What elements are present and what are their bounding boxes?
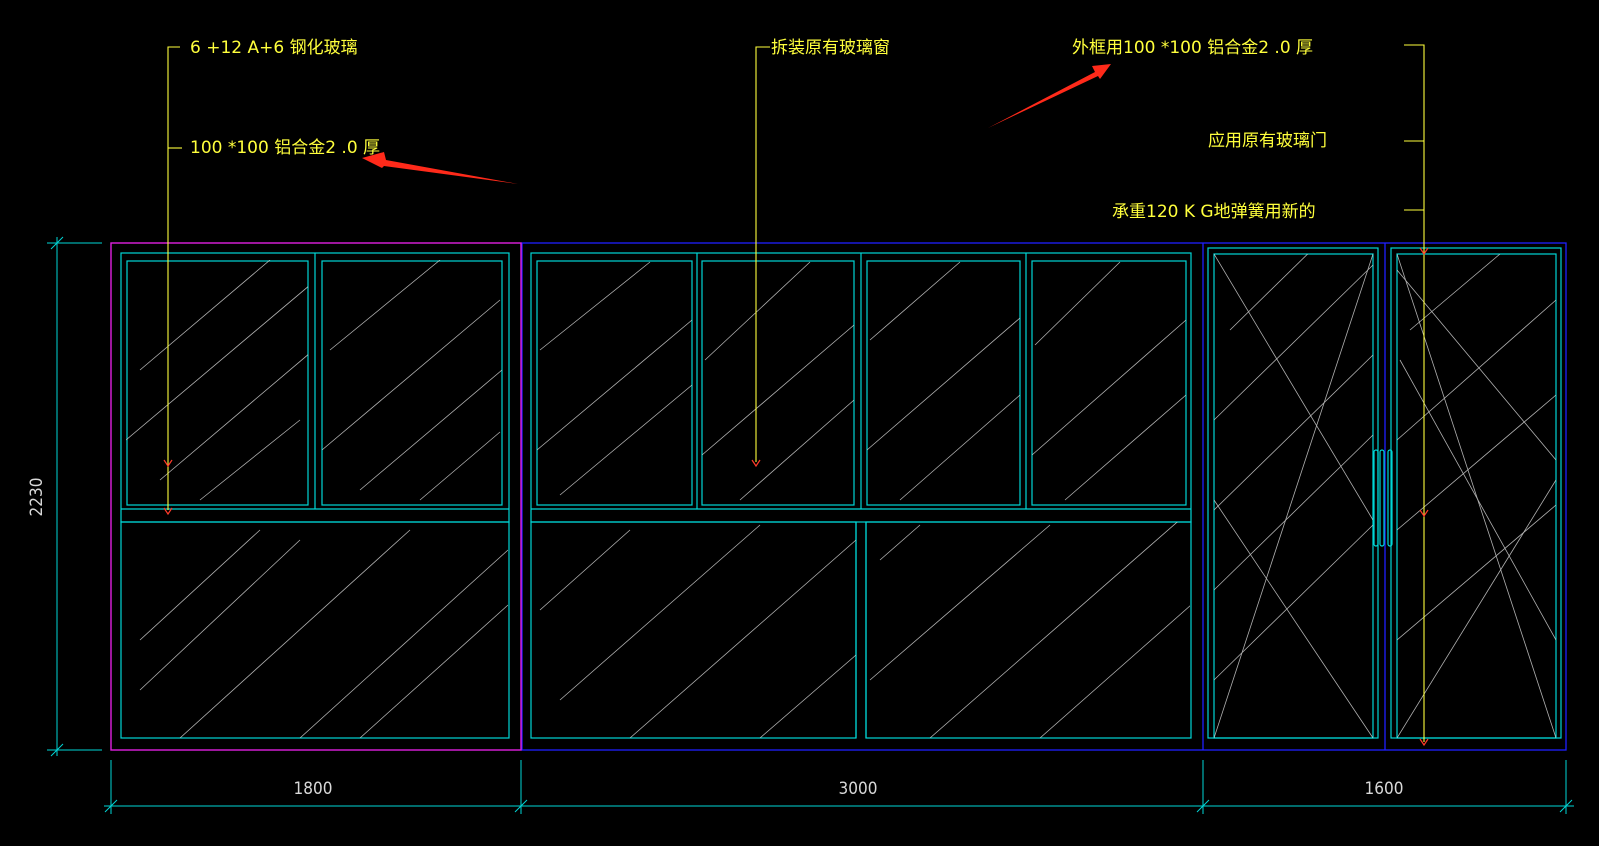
glass-pane xyxy=(126,260,309,506)
glass-hatch xyxy=(867,261,1020,501)
glass-hatch xyxy=(869,522,1190,738)
outer-frame-blue xyxy=(521,242,1567,751)
width-dimensions: 1800 3000 1600 xyxy=(104,760,1574,814)
door-glass-left xyxy=(1213,253,1374,739)
height-label: 2230 xyxy=(27,478,47,517)
leader-middle xyxy=(755,46,770,462)
width-right-label: 1600 xyxy=(1365,779,1404,799)
lower-glass-pane xyxy=(120,521,510,739)
remove-window-label: 拆装原有玻璃窗 xyxy=(771,38,890,58)
door-opening-lines xyxy=(1397,254,1556,738)
frame-spec-label: 100 *100 铝合金2 .0 厚 xyxy=(190,138,380,158)
glass-hatch xyxy=(1032,261,1186,501)
glass-hatch xyxy=(126,260,308,501)
width-middle-label: 3000 xyxy=(839,779,878,799)
glass-pane xyxy=(866,260,1021,506)
door-opening-lines xyxy=(1214,254,1373,738)
reuse-door-label: 应用原有玻璃门 xyxy=(1208,131,1327,151)
door-leaf-left xyxy=(1207,247,1379,739)
outer-frame-label: 外框用100 *100 铝合金2 .0 厚 xyxy=(1072,38,1313,58)
middle-window-section xyxy=(530,252,1192,739)
door-leaf-right xyxy=(1390,247,1562,739)
glass-pane xyxy=(321,260,503,506)
glass-pane xyxy=(701,260,855,506)
glass-spec-label: 6 +12 A+6 钢化玻璃 xyxy=(190,38,358,58)
height-dimension: 2230 xyxy=(27,236,102,757)
left-section-outline xyxy=(110,242,522,751)
glass-hatch xyxy=(139,529,508,738)
arrow-icon xyxy=(362,152,518,184)
floor-spring-label: 承重120 K G地弹簧用新的 xyxy=(1112,202,1316,222)
lower-glass-pane xyxy=(530,521,857,739)
glass-pane xyxy=(536,260,693,506)
glass-pane xyxy=(1031,260,1187,506)
width-left-label: 1800 xyxy=(294,779,333,799)
leader-right xyxy=(1404,44,1425,742)
glass-hatch xyxy=(539,524,856,738)
outer-frame xyxy=(110,242,1567,751)
glass-hatch xyxy=(537,261,692,496)
lower-glass-pane xyxy=(865,521,1192,739)
glass-hatch xyxy=(702,261,854,501)
leader-left xyxy=(167,46,180,510)
door-handle xyxy=(1373,449,1393,547)
arrow-icon xyxy=(988,64,1111,128)
leader-end-ticks xyxy=(163,247,1429,747)
glass-hatch xyxy=(322,260,502,501)
door-glass-right xyxy=(1396,253,1557,739)
left-window-section xyxy=(120,252,510,739)
leader-lines xyxy=(163,44,1429,747)
red-arrows xyxy=(362,64,1111,184)
